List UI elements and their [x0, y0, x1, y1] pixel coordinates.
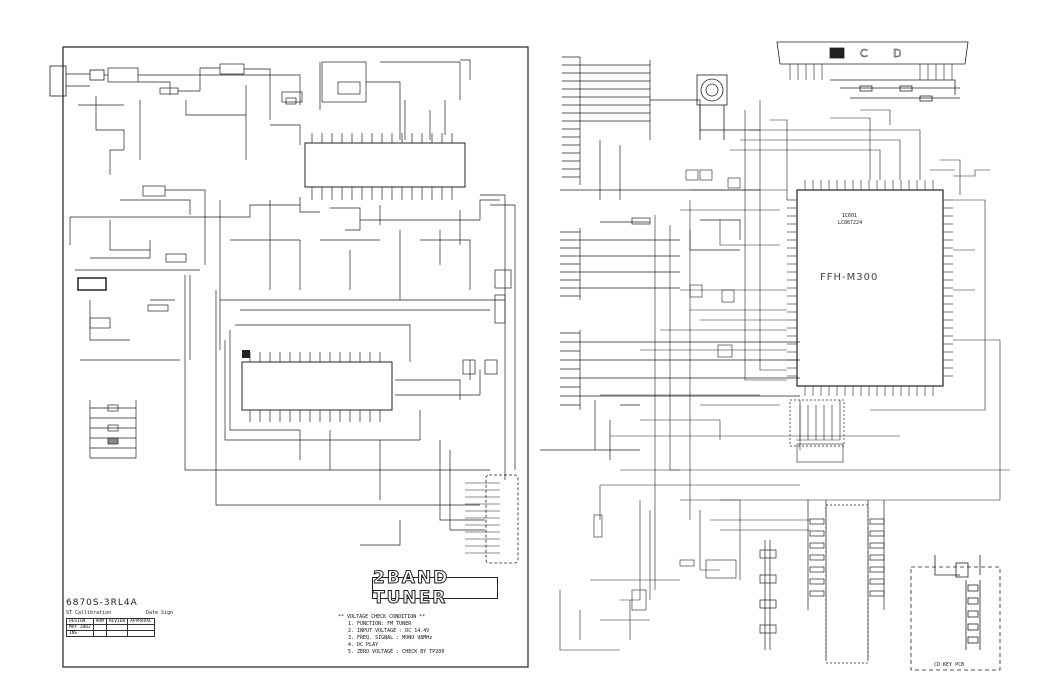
cd-key-pcb-label: CD KEY PCB [934, 662, 965, 668]
main-input-connector [560, 56, 760, 200]
mcu-ref: IC601 [842, 213, 858, 219]
voltage-check-notes: ** VOLTAGE CHECK CONDITION ** 1. FUNCTIO… [338, 614, 444, 656]
tuner-ic-upper [304, 133, 466, 200]
tuner-board-border [62, 46, 529, 668]
model-number: 6870S-3RL4A [66, 598, 138, 608]
tuner-title-box: 2BAND TUNER [372, 568, 498, 609]
main-control-connector [560, 217, 741, 300]
note-item: 2. INPUT VOLTAGE : DC 14.4V [348, 628, 430, 634]
table-row: INS [66, 630, 155, 637]
tuner-resistor-ladder [89, 400, 137, 459]
table-cell [127, 630, 155, 637]
table-cell: APPROVAL [127, 618, 155, 625]
note-item: 4. DC PLAY [348, 642, 379, 648]
mcu-part: LC867224 [838, 220, 863, 226]
mcu-bus-wiring [600, 100, 1010, 590]
note-item: 5. ZERO VOLTAGE : CHECK BY TP200 [348, 649, 445, 655]
model-subtitle: ST Callibration [66, 610, 112, 616]
tuner-ic-lower [224, 324, 498, 546]
rf-front-end [78, 59, 471, 175]
main-microcontroller [787, 180, 953, 396]
driver-block [789, 399, 845, 447]
svg-text:D: D [893, 47, 901, 60]
lower-control-wiring [559, 484, 810, 651]
approval-table: DESIGN ARM REVIEW APPROVAL MAY 2002 INS [66, 618, 155, 637]
antenna-connector [49, 65, 105, 97]
cd-key-pcb [910, 555, 1001, 671]
lcd-display: C D [776, 41, 969, 102]
notes-header: ** VOLTAGE CHECK CONDITION ** [338, 614, 426, 620]
table-cell: INS [66, 630, 94, 637]
volume-encoder [696, 74, 728, 140]
note-item: 3. FREQ. SIGNAL : MONO 98MHz [348, 635, 433, 641]
model-subtitle-date: Date Sign [146, 610, 174, 616]
svg-text:C: C [860, 47, 868, 60]
tuner-title: 2BAND TUNER [373, 568, 450, 609]
mcu-name: FFH-M300 [820, 272, 879, 283]
note-item: 1. FUNCTION: FM TUNER [348, 621, 412, 627]
table-cell [92, 630, 107, 637]
table-cell: REVIEW [105, 618, 129, 625]
tuner-output-connector [465, 474, 519, 564]
key-matrix [759, 500, 885, 664]
table-row: DESIGN ARM REVIEW APPROVAL [66, 618, 155, 625]
table-cell: MAY 2002 [66, 624, 94, 631]
table-cell [105, 630, 129, 637]
tuner-mid-wiring [69, 185, 516, 506]
